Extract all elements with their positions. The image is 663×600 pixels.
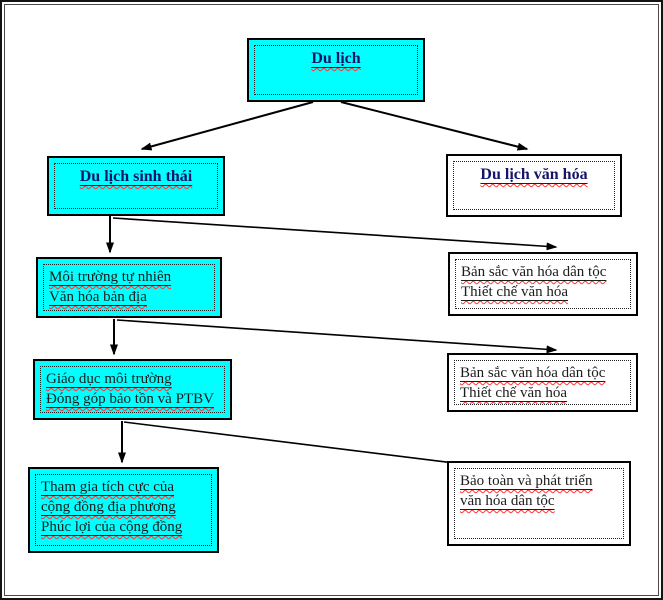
node-tham-gia-line3: Phúc lợi của cộng đồng <box>41 519 183 535</box>
node-du-lich-textframe: Du lịch <box>254 45 418 95</box>
node-moi-truong-line2: Văn hóa bản địa <box>49 289 147 305</box>
node-tham-gia-textframe: Tham gia tích cực của cộng đồng địa phươ… <box>35 474 212 546</box>
node-tham-gia-line2: cộng đồng địa phương <box>41 499 176 515</box>
node-ban-sac-1-textframe: Bản sắc văn hóa dân tộc Thiết chế văn hó… <box>455 259 631 309</box>
node-du-lich-sinh-thai: Du lịch sinh thái <box>47 156 225 216</box>
node-du-lich-van-hoa: Du lịch văn hóa <box>446 154 622 217</box>
node-bao-toan-textframe: Bảo toàn và phát triển văn hóa dân tộc <box>454 468 624 539</box>
node-ban-sac-2-line1: Bản sắc văn hóa dân tộc <box>460 365 606 381</box>
node-giao-duc: Giáo dục môi trường Đóng góp bảo tồn và … <box>33 359 232 420</box>
node-giao-duc-line2: Đóng góp bảo tồn và PTBV <box>46 391 214 407</box>
node-tham-gia-line1: Tham gia tích cực của <box>41 479 175 495</box>
node-ban-sac-2: Bản sắc văn hóa dân tộc Thiết chế văn hó… <box>447 353 638 412</box>
node-giao-duc-textframe: Giáo dục môi trường Đóng góp bảo tồn và … <box>40 366 225 413</box>
arrow-eco1-to-cul2 <box>116 319 558 354</box>
node-du-lich-sinh-thai-textframe: Du lịch sinh thái <box>54 163 218 209</box>
node-bao-toan: Bảo toàn và phát triển văn hóa dân tộc <box>447 461 631 546</box>
arrow-eco-to-cul1 <box>112 217 558 251</box>
node-ban-sac-1: Bản sắc văn hóa dân tộc Thiết chế văn hó… <box>448 252 638 316</box>
node-moi-truong-line1: Môi trường tự nhiên <box>49 269 172 285</box>
node-moi-truong: Môi trường tự nhiên Văn hóa bản địa <box>36 257 222 318</box>
node-ban-sac-1-line2: Thiết chế văn hóa <box>461 284 569 300</box>
arrow-root-to-culture <box>340 101 529 151</box>
node-ban-sac-1-line1: Bản sắc văn hóa dân tộc <box>461 264 607 280</box>
node-du-lich-van-hoa-label: Du lịch văn hóa <box>480 166 588 183</box>
node-moi-truong-textframe: Môi trường tự nhiên Văn hóa bản địa <box>43 264 215 311</box>
node-du-lich-label: Du lịch <box>311 50 361 67</box>
node-du-lich-van-hoa-textframe: Du lịch văn hóa <box>453 161 615 210</box>
node-du-lich-sinh-thai-label: Du lịch sinh thái <box>79 168 193 185</box>
node-ban-sac-2-line2: Thiết chế văn hóa <box>460 385 568 401</box>
node-du-lich: Du lịch <box>247 38 425 102</box>
node-giao-duc-line1: Giáo dục môi trường <box>46 371 172 387</box>
node-bao-toan-line2: văn hóa dân tộc <box>460 493 555 509</box>
arrow-root-to-eco <box>140 101 314 151</box>
node-ban-sac-2-textframe: Bản sắc văn hóa dân tộc Thiết chế văn hó… <box>454 360 631 405</box>
node-tham-gia: Tham gia tích cực của cộng đồng địa phươ… <box>28 467 219 553</box>
node-bao-toan-line1: Bảo toàn và phát triển <box>460 473 593 489</box>
